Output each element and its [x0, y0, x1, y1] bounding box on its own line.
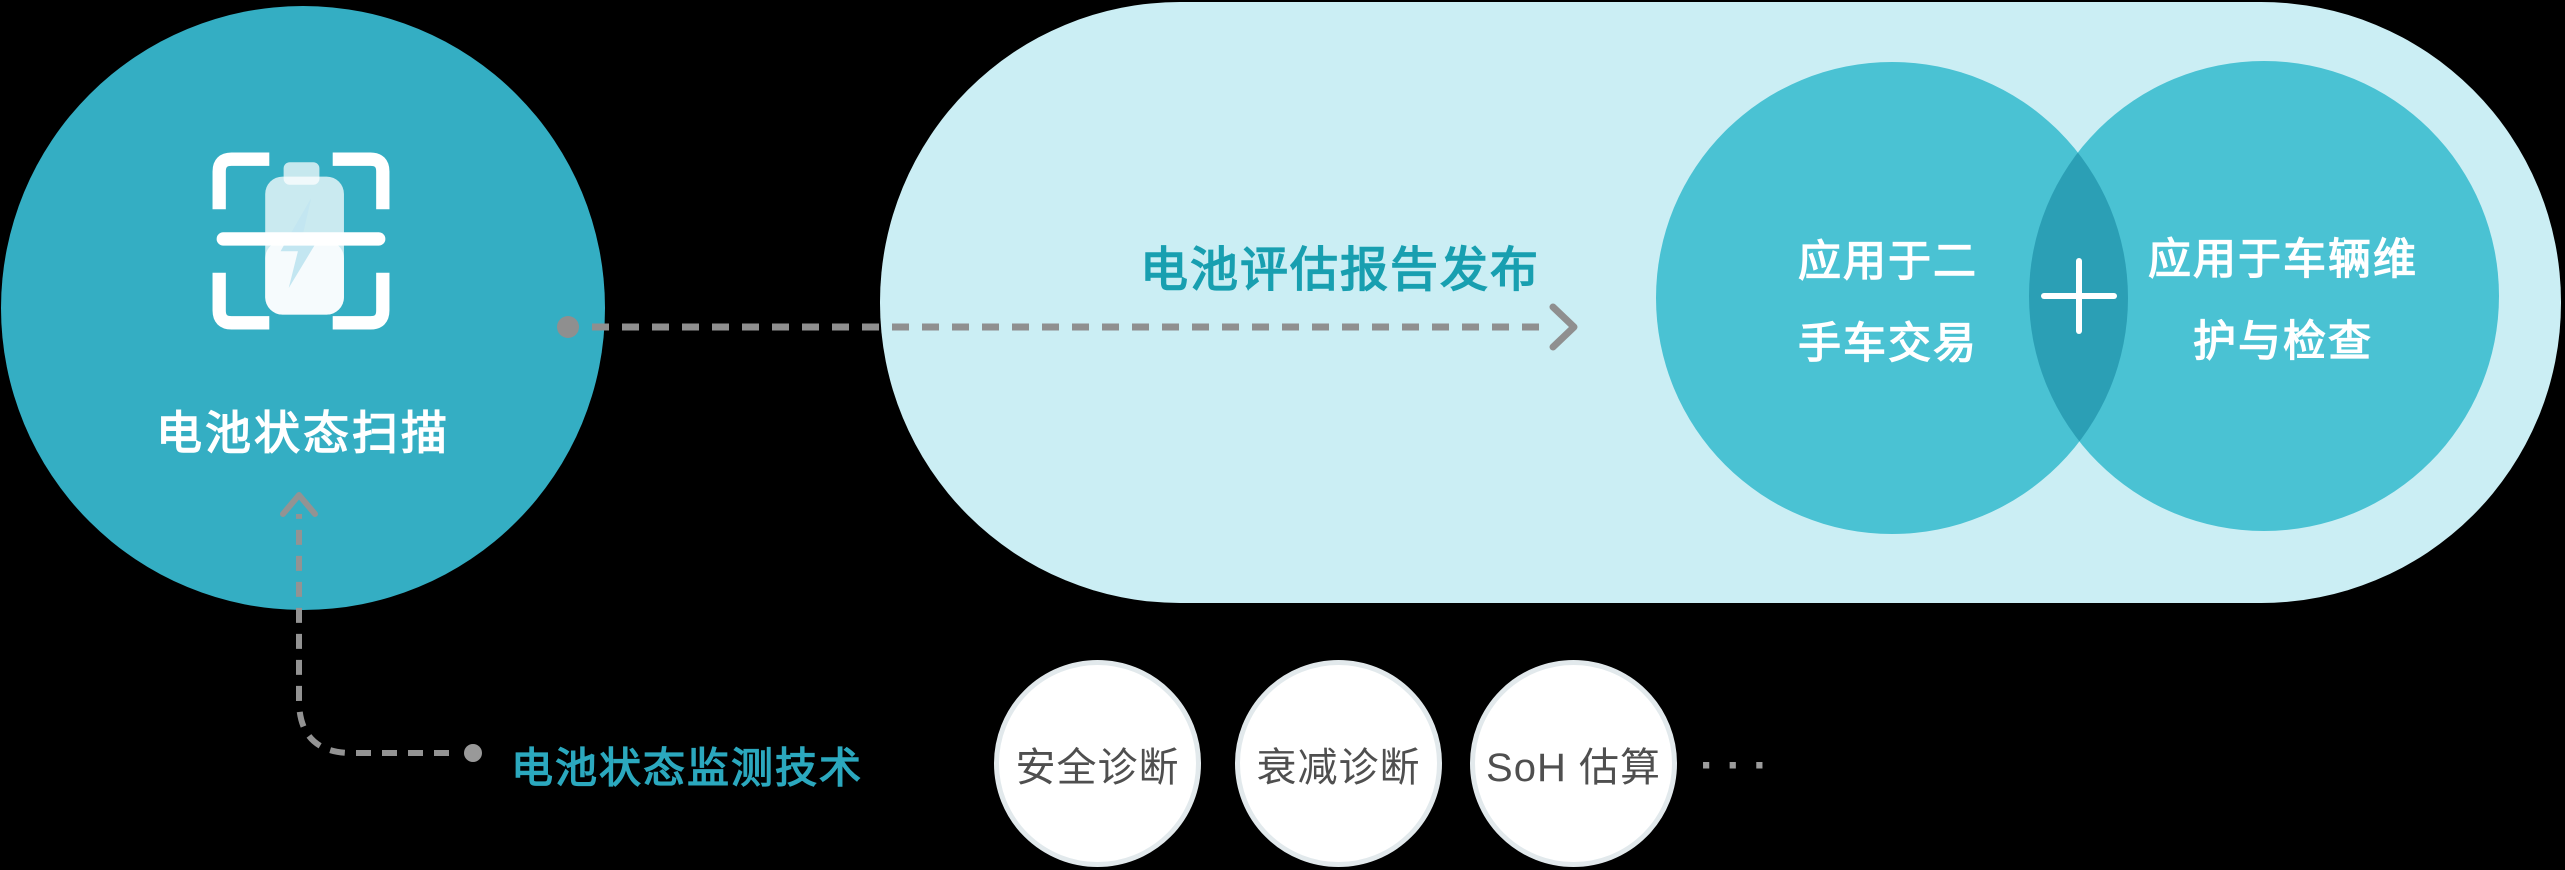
- tech-item-circle-soh: SoH 估算: [1470, 660, 1677, 867]
- application-right-line1: 应用于车辆维: [2148, 236, 2418, 284]
- bracket-top-left-icon: [212, 152, 270, 210]
- bracket-top-right-icon: [332, 152, 390, 210]
- tech-item-circle-degradation: 衰减诊断: [1235, 660, 1442, 867]
- tech-item-label: 安全诊断: [1015, 745, 1180, 790]
- scan-node-label: 电池状态扫描: [156, 407, 450, 459]
- tech-item-label: SoH 估算: [1486, 745, 1661, 790]
- tech-item-label: 衰减诊断: [1256, 745, 1421, 790]
- tech-label: 电池状态监测技术: [510, 744, 864, 792]
- application-left-line2: 手车交易: [1798, 320, 1978, 368]
- application-left-line1: 应用于二: [1798, 238, 1978, 286]
- application-right-label: 应用于车辆维 护与检查: [2148, 219, 2418, 383]
- tech-item-circle-safety: 安全诊断: [994, 660, 1201, 867]
- application-right-line2: 护与检查: [2193, 318, 2373, 366]
- ellipsis: ···: [1700, 741, 1780, 790]
- scan-frame-brackets: [212, 152, 390, 330]
- battery-scan-icon: [212, 152, 390, 330]
- scan-node-circle: 电池状态扫描: [1, 6, 605, 610]
- report-pill-title: 电池评估报告发布: [1139, 244, 1541, 297]
- tech-connector-dot: [464, 744, 482, 762]
- bracket-bottom-right-icon: [332, 272, 390, 330]
- application-left-label: 应用于二 手车交易: [1798, 221, 1978, 385]
- bracket-bottom-left-icon: [212, 272, 270, 330]
